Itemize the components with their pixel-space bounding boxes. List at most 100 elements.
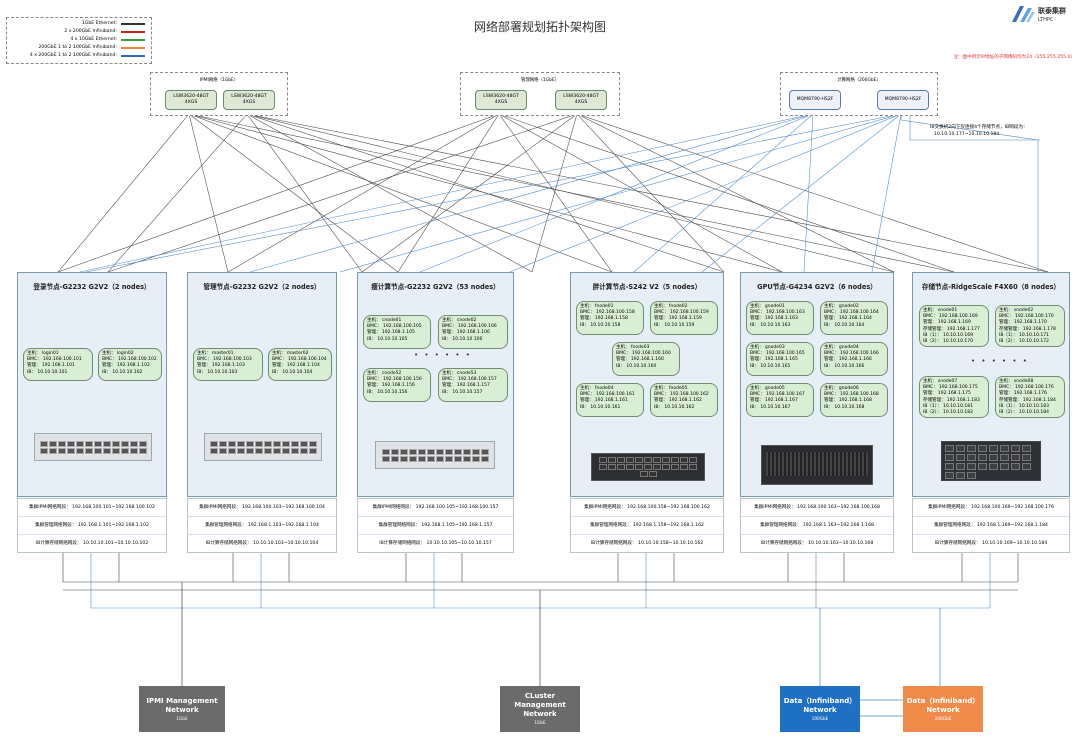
drive-bay bbox=[608, 457, 616, 463]
node-host: 主机： fnode03 bbox=[616, 345, 650, 350]
drive-bay bbox=[945, 454, 954, 461]
network-name: CLuster Management Network bbox=[514, 692, 566, 718]
drive-bay bbox=[956, 454, 965, 461]
drive-bay bbox=[57, 440, 66, 447]
cluster-title: 存储节点-RidgeScale F4X60（8 nodes） bbox=[921, 283, 1061, 291]
ib-switch-2[interactable]: MQM8790-HS2F bbox=[877, 90, 929, 110]
connection-line bbox=[246, 113, 895, 273]
node-host: 主机： cnode53 bbox=[442, 371, 477, 376]
drive-bay bbox=[599, 457, 607, 463]
legend-label: 1GbE Ethernet: bbox=[81, 21, 117, 26]
drive-bay bbox=[689, 464, 697, 470]
drive-bay bbox=[120, 447, 129, 454]
node-ib: IB： 10.10.10.160 bbox=[616, 363, 657, 369]
node-host: 主机： snode01 bbox=[923, 308, 958, 313]
connection-line bbox=[57, 113, 190, 273]
node-host: 主机： fnode05 bbox=[654, 386, 688, 391]
drive-bay bbox=[967, 472, 976, 479]
info-table-snode: 集群IPMI网络网段： 192.168.100.169~192.168.100.… bbox=[912, 498, 1070, 553]
drive-bay bbox=[471, 448, 480, 455]
node-mgmt: 管理： 192.168.1.176 bbox=[999, 391, 1047, 397]
drive-bay bbox=[945, 472, 954, 479]
logo-text: 联泰集群 LTHPC bbox=[1038, 7, 1066, 25]
connection-line bbox=[249, 113, 814, 273]
node-bmc: BMC： 192.168.100.166 bbox=[824, 351, 879, 357]
drive-bay bbox=[626, 457, 634, 463]
node-mgmt: 管理： 192.168.1.175 bbox=[923, 391, 971, 397]
connection-line bbox=[498, 113, 955, 273]
ib-switch-1[interactable]: MQM8790-HS2F bbox=[789, 90, 841, 110]
switch-model: LSW3620-48GT bbox=[231, 94, 267, 99]
node-ib1: IB（1）： 10.10.10.171 bbox=[999, 332, 1050, 338]
node-mgmt: 管理： 192.168.1.161 bbox=[580, 398, 628, 404]
switch-model: LSW3620-48GT bbox=[563, 94, 599, 99]
ib-switch-note: IB交换机2向下仅连接4个存储节点，IB网段为： 10.10.10.177~10… bbox=[930, 124, 1070, 138]
cluster-title: GPU节点-G4234 G2V2（6 nodes） bbox=[757, 283, 877, 291]
node-host: 主机： master02 bbox=[272, 351, 309, 356]
data-infiniband-network-200[interactable]: Data（Infiniband） Network 200GbE bbox=[903, 686, 983, 732]
connection-line bbox=[576, 113, 895, 273]
ipmi-range: 集群IPMI网络网段： 192.168.100.158~192.168.100.… bbox=[571, 499, 723, 517]
cluster-management-network[interactable]: CLuster Management Network 1GbE bbox=[500, 686, 580, 732]
drive-bay bbox=[956, 445, 965, 452]
drive-bay bbox=[444, 448, 453, 455]
legend-swatch bbox=[121, 38, 145, 41]
drive-bay bbox=[308, 440, 317, 447]
drive-bay bbox=[480, 455, 489, 462]
node-bmc: BMC： 192.168.100.105 bbox=[367, 324, 422, 330]
drive-bay bbox=[138, 447, 147, 454]
connection-line bbox=[246, 113, 1049, 273]
node-ib2: IB（2）： 10.10.10.184 bbox=[999, 410, 1050, 416]
drive-bay bbox=[680, 457, 688, 463]
server-image bbox=[34, 433, 152, 461]
node-ib2: IB（2）： 10.10.10.172 bbox=[999, 339, 1050, 345]
drive-bay bbox=[399, 455, 408, 462]
drive-bay bbox=[653, 457, 661, 463]
cluster-title: 管理节点-G2232 G2V2（2 nodes） bbox=[203, 283, 321, 291]
legend-swatch bbox=[121, 54, 145, 57]
node-ib: IB： 10.10.10.158 bbox=[580, 322, 621, 328]
drive-bay bbox=[662, 464, 670, 470]
data-infiniband-network-100[interactable]: Data（Infiniband） Network 100GbE bbox=[780, 686, 860, 732]
cluster-snode: 存储节点-RidgeScale F4X60（8 nodes） 主机： snode… bbox=[912, 272, 1070, 497]
node-bmc: BMC： 192.168.100.165 bbox=[750, 351, 805, 357]
ipmi-management-network[interactable]: IPMI Management Network 1GbE bbox=[139, 686, 225, 732]
node-bmc: BMC： 192.168.100.169 bbox=[923, 314, 978, 320]
node-host: 主机： fnode04 bbox=[580, 386, 614, 391]
node-mgmt: 管理： 192.168.1.162 bbox=[654, 398, 702, 404]
drive-bay bbox=[75, 447, 84, 454]
diagram-title: 网络部署规划拓扑架构图 bbox=[473, 20, 606, 34]
connection-line bbox=[509, 113, 902, 273]
node-host: 主机： gnode03 bbox=[750, 345, 785, 350]
node-mgmt: 管理： 192.168.1.106 bbox=[442, 330, 490, 336]
